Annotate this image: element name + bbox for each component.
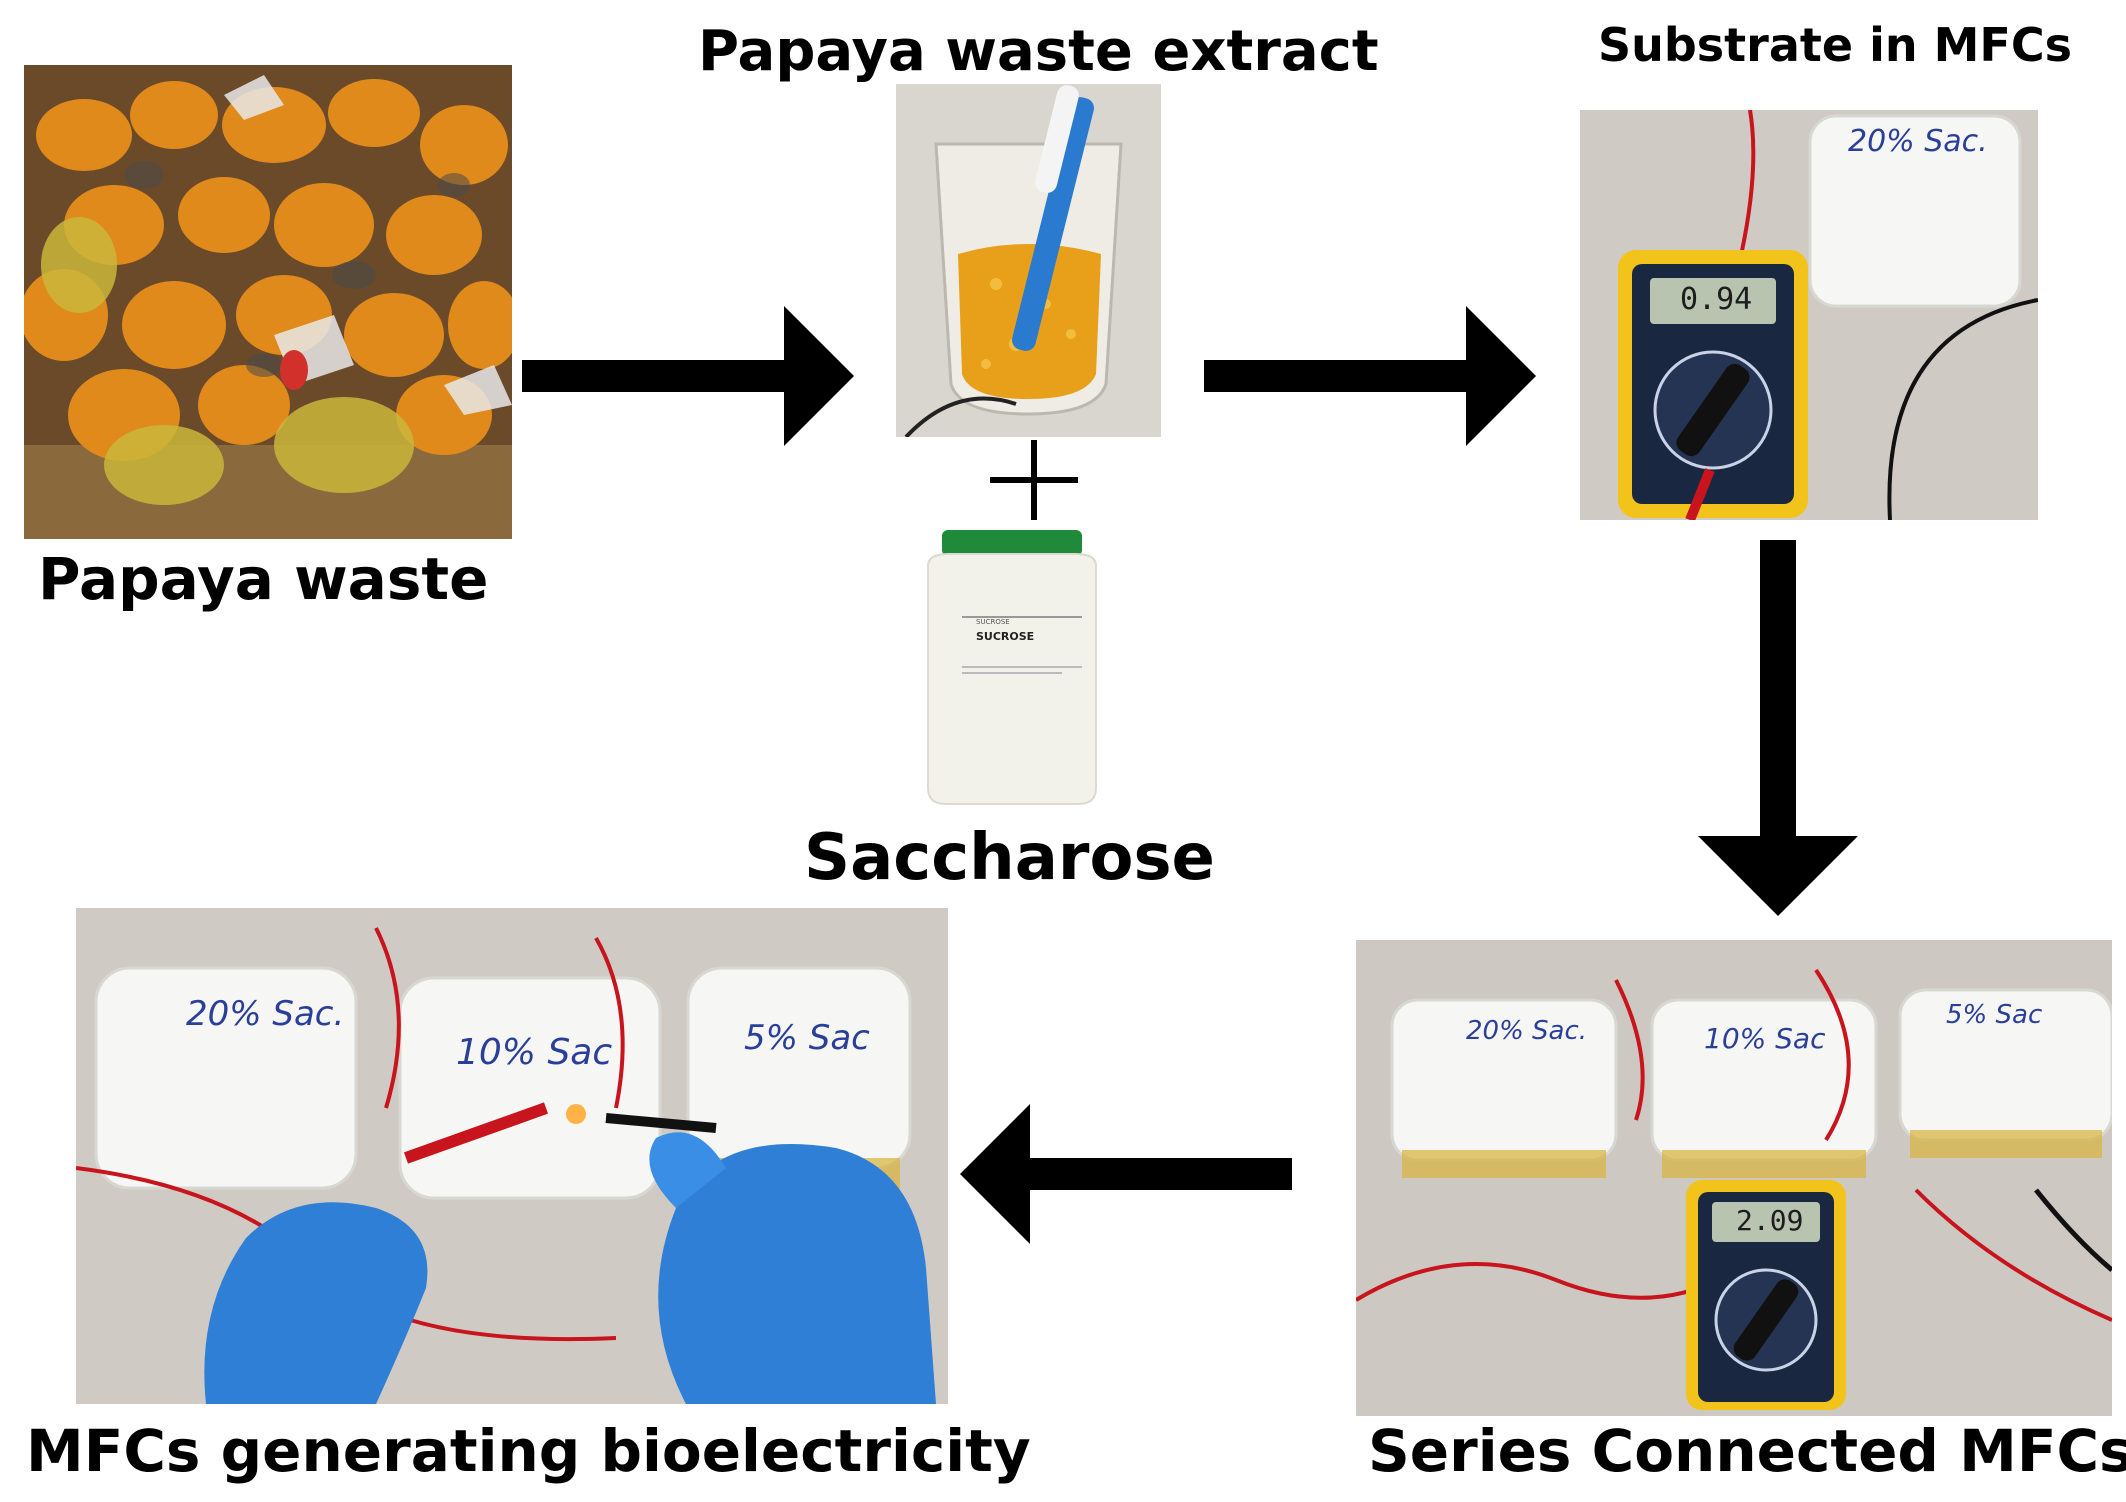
series-lid-text-1: 20% Sac. <box>1466 1016 1588 1046</box>
substrate-label: Substrate in MFCs <box>1598 18 2072 72</box>
saccharose-label: Saccharose <box>804 821 1215 895</box>
plus-icon <box>990 440 1078 520</box>
series-mfcs-photo: 20% Sac. 10% Sac 5% Sac 2.09 <box>1356 940 2112 1416</box>
bioelectricity-photo: 20% Sac. 10% Sac 5% Sac <box>76 908 948 1404</box>
arrow-left-icon <box>960 1104 1292 1244</box>
series-lid-text-2: 10% Sac <box>1704 1022 1826 1055</box>
papaya-waste-label: Papaya waste <box>38 545 489 613</box>
series-mfcs-label: Series Connected MFCs <box>1368 1417 2126 1485</box>
jar-label-small: SUCROSE <box>976 618 1010 626</box>
bioelectricity-label: MFCs generating bioelectricity <box>26 1417 1031 1485</box>
papaya-extract-label: Papaya waste extract <box>698 19 1379 84</box>
substrate-meter-display: 0.94 <box>1680 282 1753 317</box>
bio-lid-text-1: 20% Sac. <box>186 994 345 1034</box>
bio-lid-text-3: 5% Sac <box>744 1018 870 1058</box>
arrow-right-icon <box>1204 306 1536 446</box>
arrow-down-icon <box>1698 540 1858 916</box>
series-lid-text-3: 5% Sac <box>1946 1000 2043 1030</box>
arrow-right-icon <box>522 306 854 446</box>
substrate-photo: 20% Sac. 0.94 <box>1580 110 2038 520</box>
substrate-lid-text: 20% Sac. <box>1848 124 1988 159</box>
papaya-extract-photo <box>896 84 1161 437</box>
jar-label-name: SUCROSE <box>976 630 1035 643</box>
bio-lid-text-2: 10% Sac <box>456 1032 613 1073</box>
series-meter-display: 2.09 <box>1736 1204 1804 1237</box>
papaya-waste-photo <box>24 65 512 539</box>
saccharose-jar-photo: SUCROSE SUCROSE <box>918 526 1106 806</box>
